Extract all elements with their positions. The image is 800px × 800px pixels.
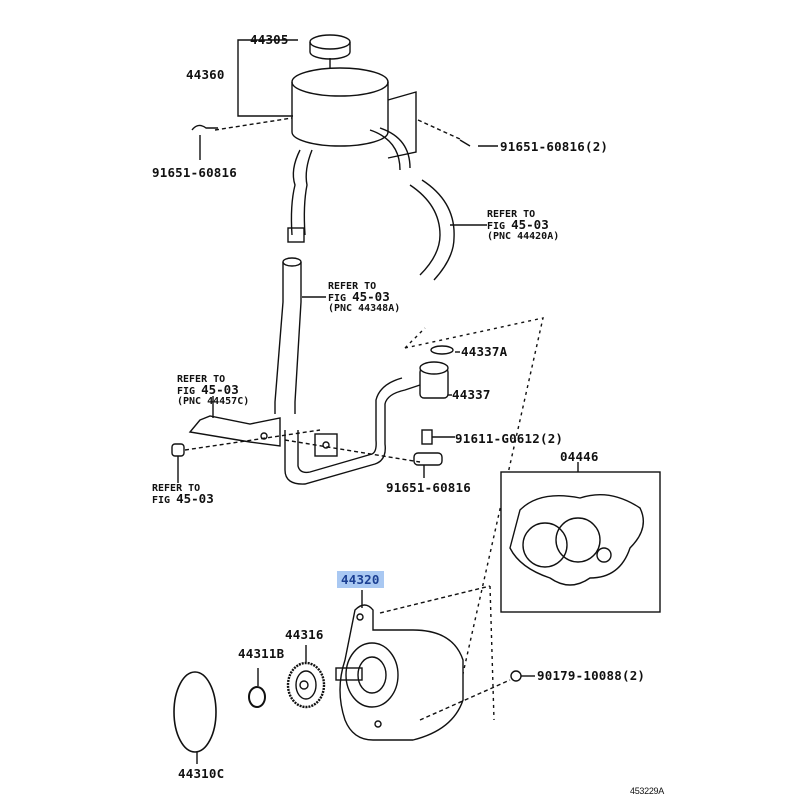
refer-line1: REFER TO <box>152 483 201 494</box>
refer-pnc: (PNC 44348A) <box>328 303 401 314</box>
part-label-44360[interactable]: 44360 <box>186 67 225 82</box>
part-label-91651-60816-lower[interactable]: 91651-60816 <box>386 480 471 495</box>
refer-line1: REFER TO <box>328 281 377 292</box>
part-label-44320-selected[interactable]: 44320 <box>337 571 384 588</box>
refer-note-44348A[interactable]: REFER TO FIG 45-03 (PNC 44348A) <box>328 282 400 314</box>
refer-line1: REFER TO <box>177 374 226 385</box>
reservoir-drawing <box>287 34 417 243</box>
refer-pnc: (PNC 44457C) <box>177 396 250 407</box>
part-label-44311B[interactable]: 44311B <box>238 646 285 661</box>
part-label-44337[interactable]: 44337 <box>452 387 491 402</box>
refer-fig: FIG <box>487 221 506 232</box>
refer-note-44457C[interactable]: REFER TO FIG 45-03 (PNC 44457C) <box>177 375 249 407</box>
part-label-91651-60816-2[interactable]: 91651-60816(2) <box>500 139 609 154</box>
part-label-44337A[interactable]: 44337A <box>461 344 508 359</box>
refer-fig-number: 45-03 <box>201 382 239 397</box>
part-label-44310C[interactable]: 44310C <box>178 766 225 781</box>
refer-note-bolt[interactable]: REFER TO FIG 45-03 <box>152 484 214 506</box>
refer-fig: FIG <box>177 386 196 397</box>
part-label-44305[interactable]: 44305 <box>250 32 289 47</box>
refer-fig: FIG <box>152 495 171 506</box>
figure-code: 453229A <box>630 786 664 796</box>
refer-fig: FIG <box>328 293 347 304</box>
refer-fig-number: 45-03 <box>511 217 549 232</box>
refer-note-44420A[interactable]: REFER TO FIG 45-03 (PNC 44420A) <box>487 210 559 242</box>
refer-line1: REFER TO <box>487 209 536 220</box>
refer-fig-number: 45-03 <box>352 289 390 304</box>
refer-fig-number: 45-03 <box>176 491 214 506</box>
part-label-44316[interactable]: 44316 <box>285 627 324 642</box>
part-label-04446[interactable]: 04446 <box>560 449 599 464</box>
refer-pnc: (PNC 44420A) <box>487 231 560 242</box>
pump-drawing <box>335 585 535 741</box>
part-label-91611-G0612[interactable]: 91611-G0612(2) <box>455 431 564 446</box>
part-label-90179-10088[interactable]: 90179-10088(2) <box>537 668 646 683</box>
part-label-91651-60816[interactable]: 91651-60816 <box>152 165 237 180</box>
